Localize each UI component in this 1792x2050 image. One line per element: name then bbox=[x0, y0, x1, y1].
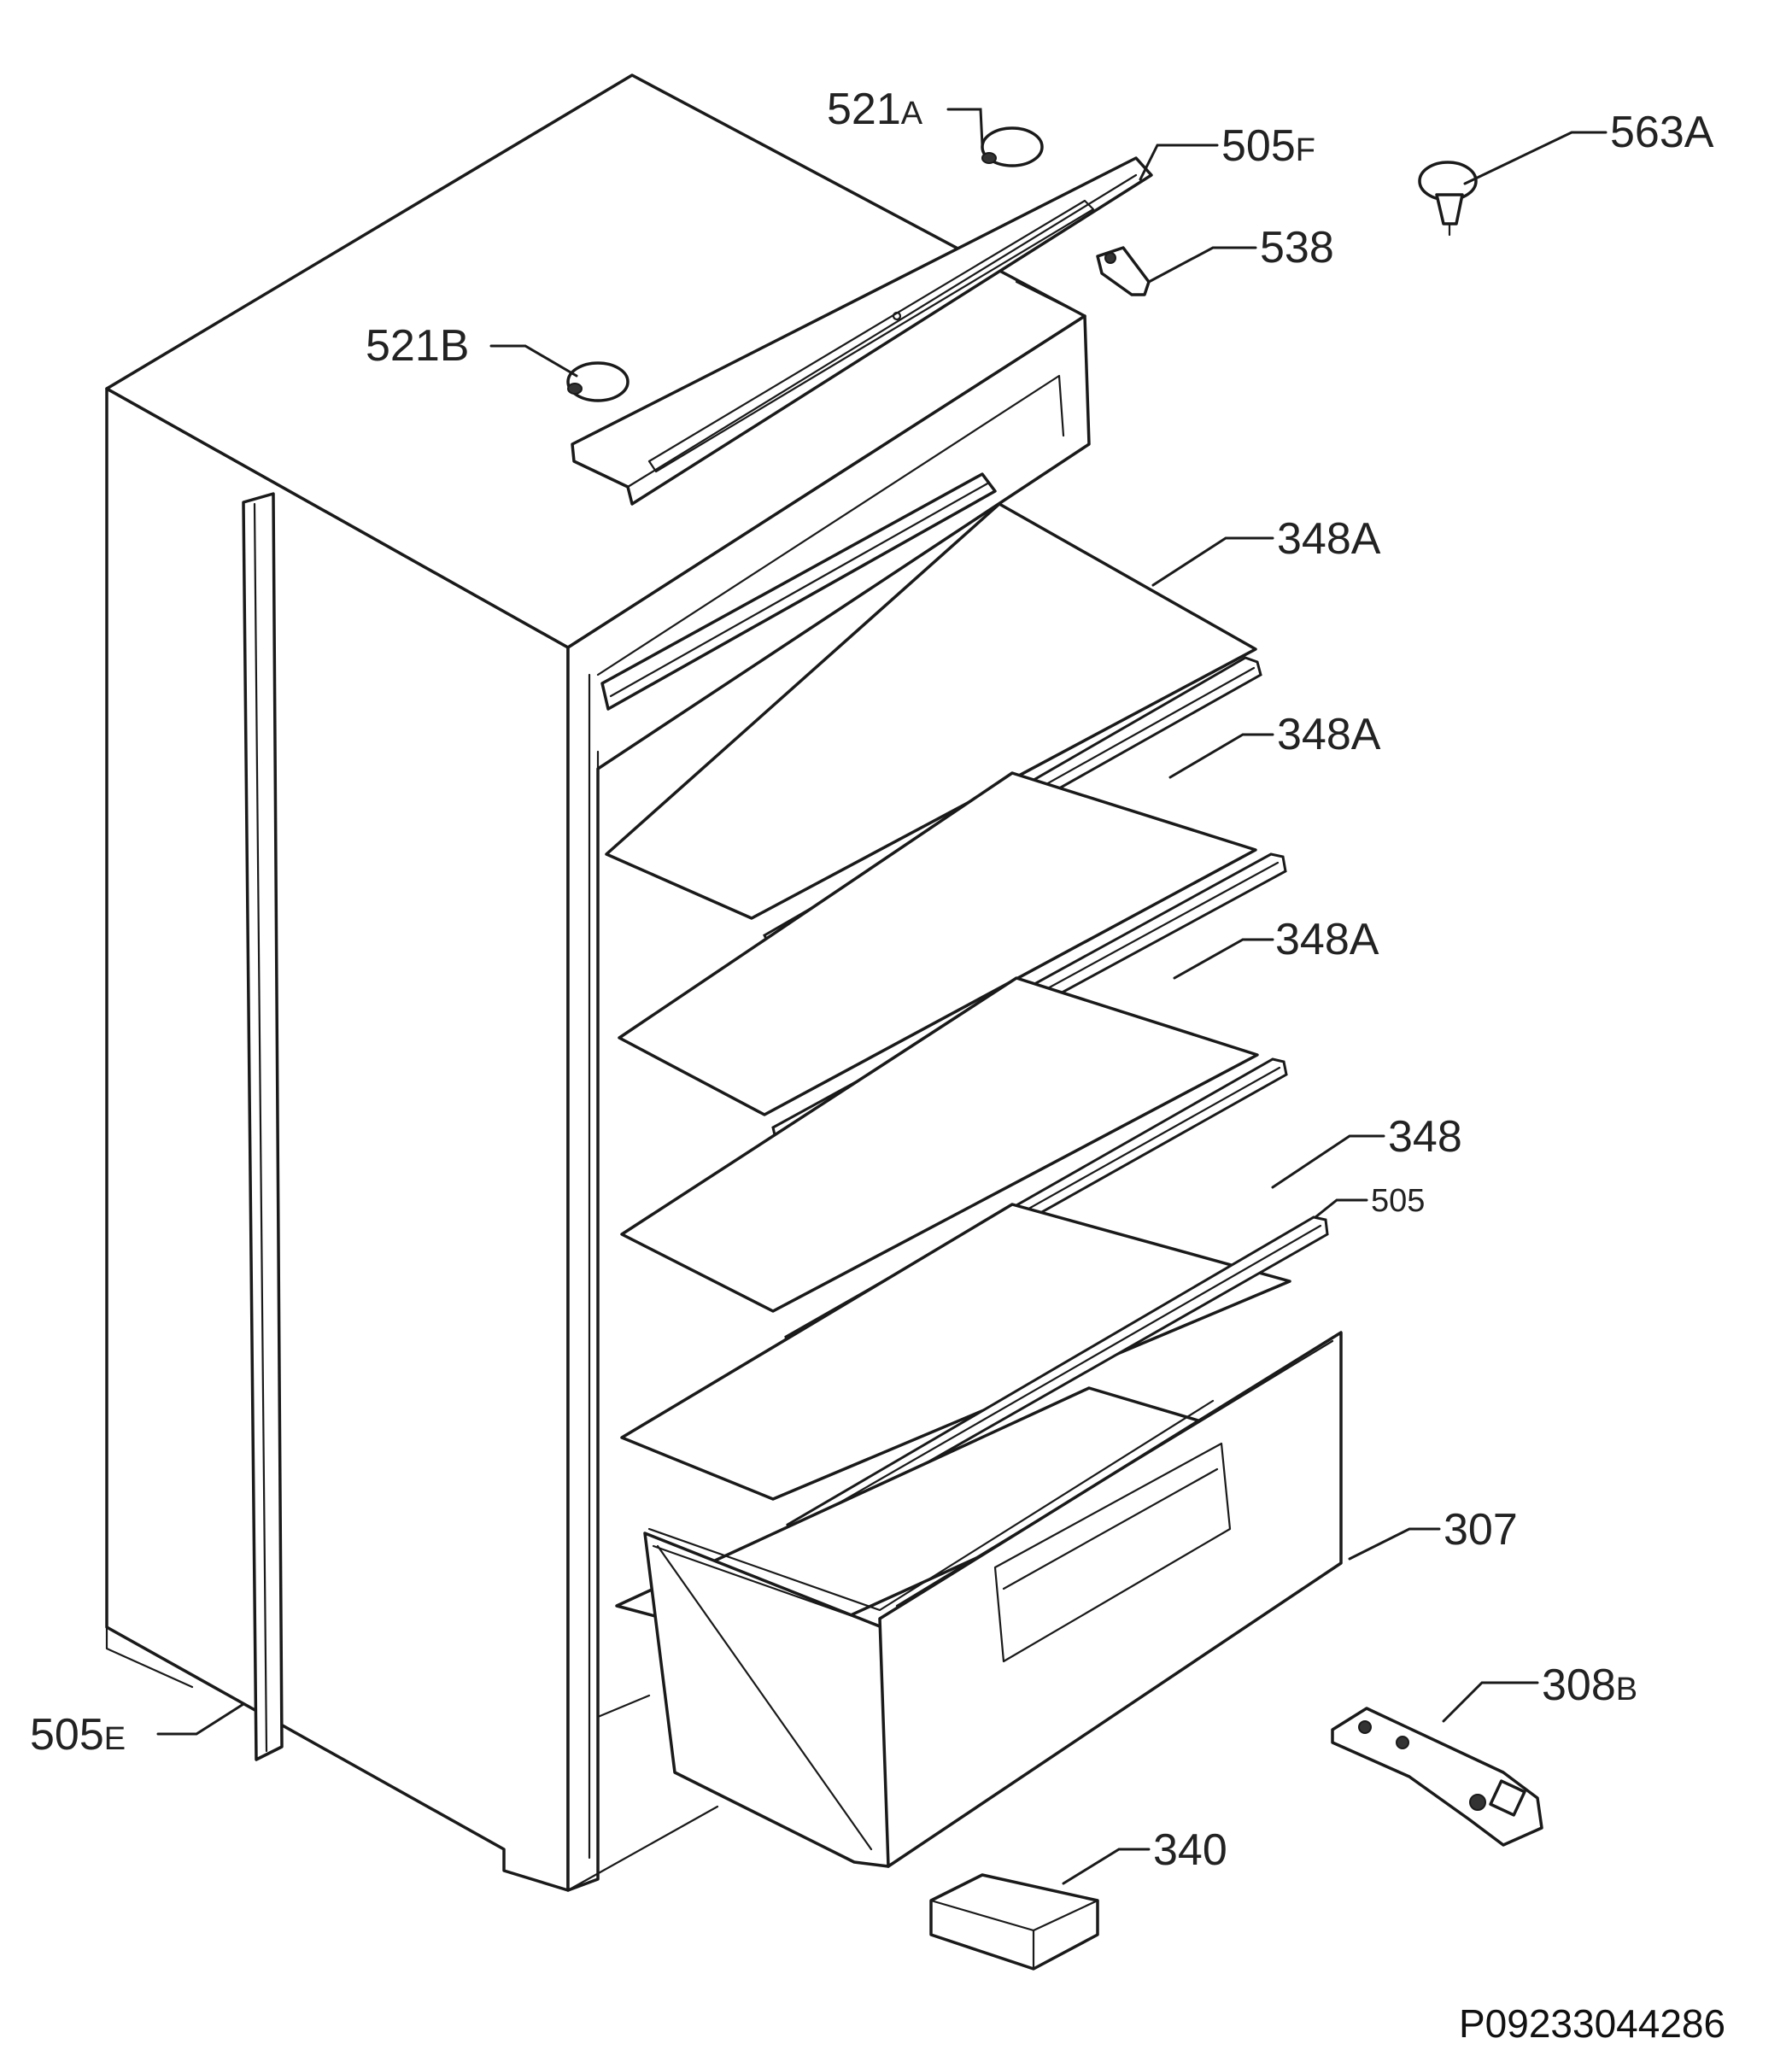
cap-521a-pin bbox=[981, 152, 997, 164]
label-521b: 521B bbox=[366, 321, 469, 371]
hinge-308b-pin bbox=[1489, 1779, 1526, 1817]
drawer-front-top bbox=[895, 1339, 1334, 1608]
cap-521b bbox=[566, 361, 630, 402]
label-308b: 308B bbox=[1542, 1660, 1637, 1710]
shelf-4-trim-line bbox=[789, 1224, 1322, 1532]
front-frame-inner-top bbox=[596, 374, 1065, 676]
crisper-drawer bbox=[643, 1331, 1343, 1868]
part-labels: 521A 505F 563A 538 521B 348A 348A 348A 3… bbox=[30, 85, 1714, 1875]
cap-521b-body bbox=[566, 361, 630, 402]
cabinet-left-side bbox=[105, 387, 570, 1892]
label-521a-main: 521 bbox=[827, 85, 901, 134]
box-340 bbox=[929, 1873, 1099, 1971]
label-348a-1: 348A bbox=[1277, 514, 1381, 564]
interior-top-rail bbox=[600, 472, 997, 711]
hinge-308b-plate bbox=[1331, 1707, 1543, 1847]
plug-563a-shaft bbox=[1435, 193, 1464, 226]
top-hinge-bar bbox=[571, 156, 1153, 506]
leader-308b bbox=[1442, 1681, 1539, 1723]
label-563a: 563A bbox=[1610, 108, 1714, 157]
leader-lines bbox=[156, 108, 1608, 1885]
drawer-handle-recess bbox=[993, 1442, 1232, 1663]
bracket-538-body bbox=[1096, 246, 1151, 296]
hinge-bar-slot bbox=[647, 199, 1095, 473]
cabinet-bottom-left bbox=[105, 1625, 194, 1689]
leader-505 bbox=[1314, 1198, 1368, 1219]
leader-563a bbox=[1463, 131, 1608, 185]
leader-521b bbox=[489, 344, 578, 378]
label-308b-main: 308 bbox=[1542, 1660, 1616, 1710]
bracket-538 bbox=[1096, 246, 1151, 296]
plug-563a bbox=[1418, 161, 1478, 237]
label-308b-suffix: B bbox=[1616, 1672, 1637, 1707]
seal-strip-body bbox=[242, 492, 284, 1761]
shelf-3-glass bbox=[620, 976, 1259, 1313]
leader-521a bbox=[946, 108, 984, 147]
cap-521a-body bbox=[981, 126, 1044, 167]
interior-top-rail-line bbox=[609, 481, 991, 698]
label-505f-main: 505 bbox=[1221, 121, 1296, 171]
hinge-308b-hole-3 bbox=[1469, 1794, 1486, 1811]
shelf-1-glass bbox=[605, 502, 1257, 920]
drawer-tub-diagonal bbox=[656, 1544, 873, 1851]
label-348a-3: 348A bbox=[1275, 915, 1379, 964]
hinge-bar-edge bbox=[626, 173, 1138, 489]
label-340: 340 bbox=[1153, 1825, 1227, 1875]
leader-307 bbox=[1348, 1527, 1441, 1561]
drawer-handle-line bbox=[1002, 1467, 1219, 1590]
label-505e-main: 505 bbox=[30, 1710, 104, 1760]
leader-340 bbox=[1062, 1848, 1151, 1885]
label-348a-2: 348A bbox=[1277, 710, 1381, 759]
cap-521a bbox=[981, 126, 1044, 167]
shelf-4-glass bbox=[620, 1203, 1291, 1501]
door-seal-strip bbox=[242, 492, 284, 1761]
drawing-number: P09233044286 bbox=[1459, 2001, 1725, 2046]
leader-348a-3 bbox=[1173, 938, 1274, 980]
bracket-538-hole bbox=[1104, 252, 1116, 264]
leader-348a-1 bbox=[1151, 536, 1274, 587]
leader-348a-2 bbox=[1168, 733, 1274, 779]
hinge-bar-body bbox=[571, 156, 1153, 506]
leader-348 bbox=[1271, 1134, 1385, 1189]
hinge-bar-hole bbox=[892, 311, 902, 321]
label-505f-suffix: F bbox=[1296, 132, 1315, 168]
drawer-rim bbox=[647, 1399, 1215, 1612]
hinge-308b bbox=[1331, 1707, 1543, 1847]
label-307: 307 bbox=[1444, 1505, 1518, 1555]
hinge-308b-hole-2 bbox=[1396, 1736, 1409, 1749]
seal-strip-line bbox=[253, 502, 268, 1753]
cabinet-bottom-front bbox=[502, 1805, 719, 1892]
label-505e: 505E bbox=[30, 1710, 126, 1760]
hinge-308b-hole-1 bbox=[1358, 1720, 1372, 1734]
label-521a: 521A bbox=[827, 85, 923, 134]
cap-521b-pin bbox=[567, 383, 583, 395]
label-538: 538 bbox=[1260, 223, 1334, 272]
shelf-2-glass bbox=[618, 771, 1257, 1116]
label-521a-suffix: A bbox=[901, 96, 923, 132]
label-505f: 505F bbox=[1221, 121, 1315, 171]
leader-505f bbox=[1139, 144, 1219, 181]
front-frame-inner-left-2 bbox=[596, 750, 651, 1719]
leader-505e bbox=[156, 1702, 245, 1736]
box-340-body bbox=[929, 1873, 1099, 1971]
leader-538 bbox=[1147, 246, 1257, 284]
glass-shelf-4 bbox=[620, 1203, 1329, 1539]
label-505e-suffix: E bbox=[104, 1721, 126, 1757]
label-348: 348 bbox=[1388, 1112, 1462, 1162]
cabinet-body bbox=[105, 73, 1091, 1892]
label-505: 505 bbox=[1371, 1183, 1425, 1219]
